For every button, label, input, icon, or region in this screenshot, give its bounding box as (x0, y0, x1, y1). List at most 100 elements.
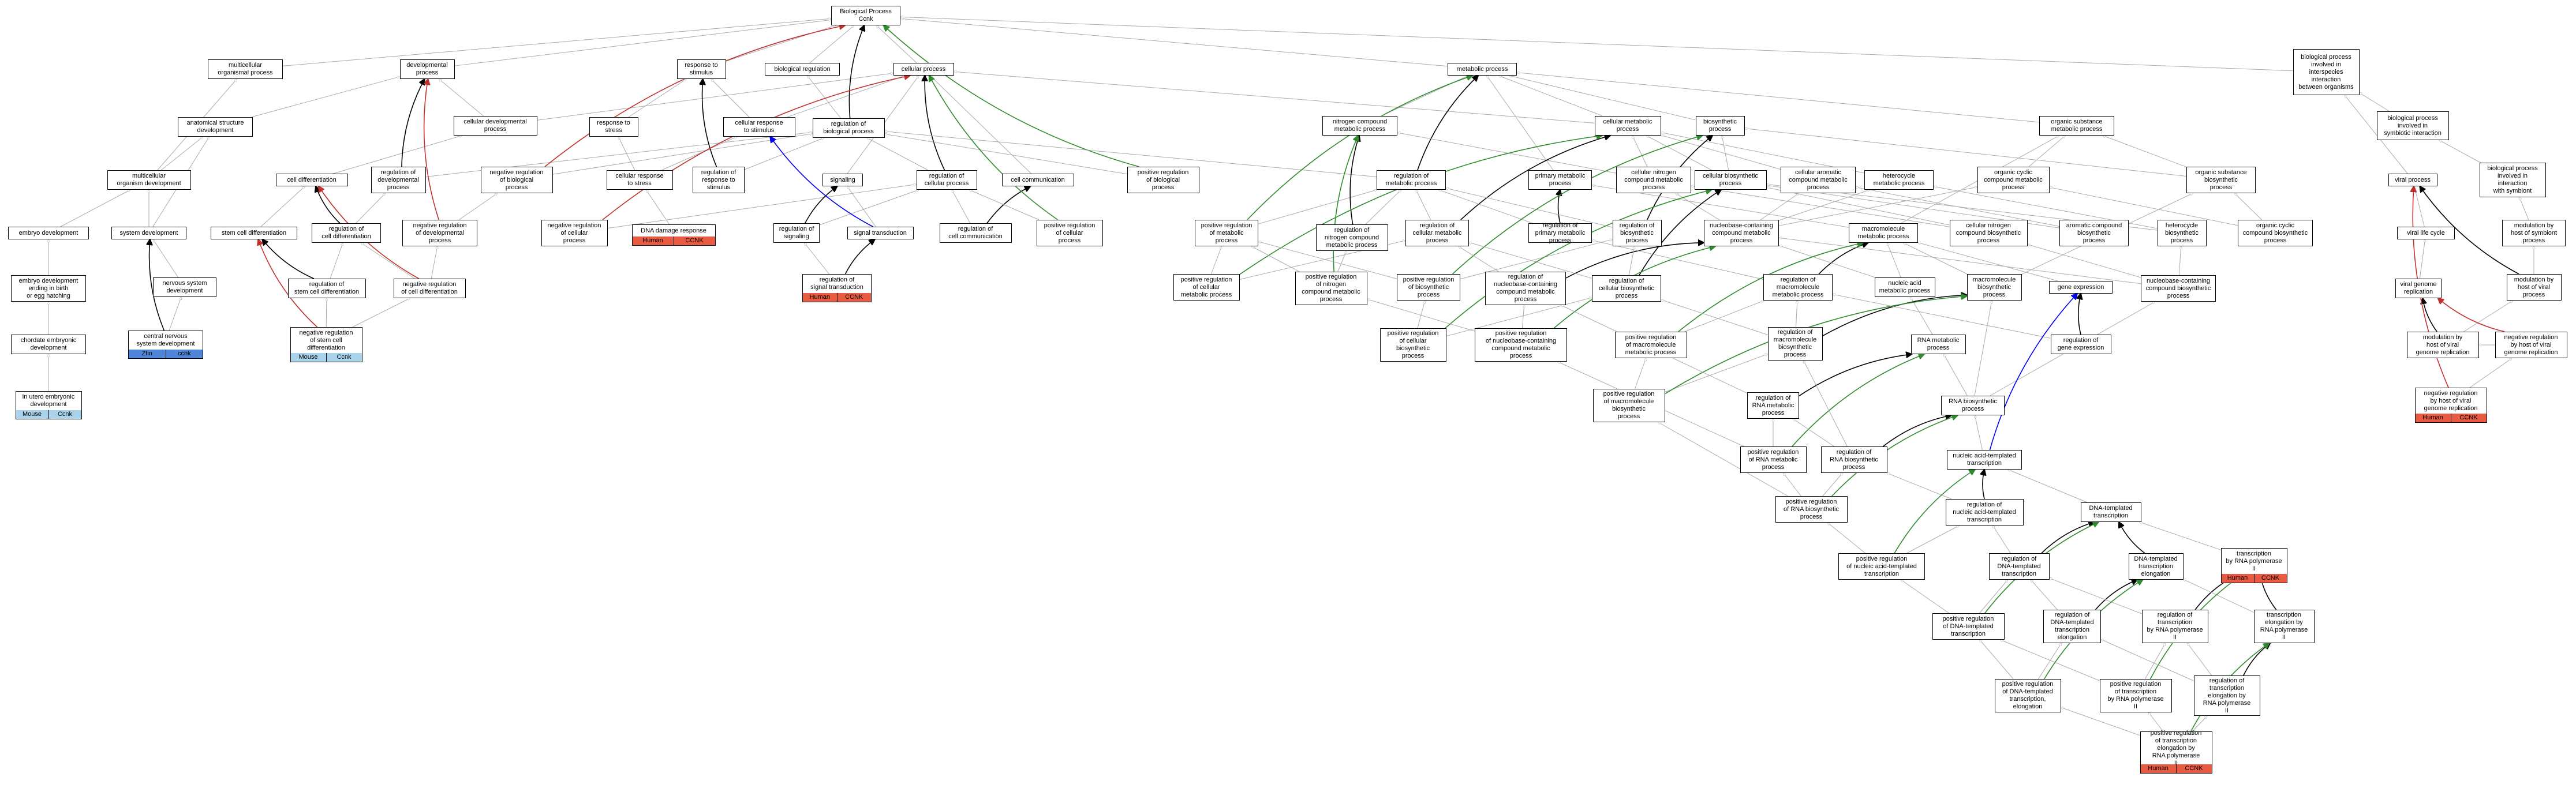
term-node-scdiff[interactable]: stem cell differentiation (211, 227, 297, 239)
term-node-ccom[interactable]: cell communication (1001, 174, 1074, 186)
term-node-rrnamp[interactable]: regulation of RNA metabolic process (1747, 392, 1799, 419)
term-node-nrdev[interactable]: negative regulation of developmental pro… (402, 220, 477, 246)
term-node-rcmp[interactable]: regulation of cellular metabolic process (1405, 220, 1469, 246)
term-node-occmp[interactable]: organic cyclic compound metabolic proces… (1977, 167, 2050, 193)
term-node-eeb[interactable]: embryo development ending in birth or eg… (11, 275, 86, 302)
term-node-rtepol2[interactable]: regulation of transcription elongation b… (2193, 675, 2260, 716)
term-node-natt[interactable]: nucleic acid-templated transcription (1947, 450, 2022, 470)
term-node-celldiff[interactable]: cell differentiation (275, 174, 348, 186)
term-node-rsig[interactable]: regulation of signaling (773, 223, 820, 243)
term-node-metp[interactable]: metabolic process (1448, 63, 1517, 76)
term-node-embdev[interactable]: embryo development (8, 227, 89, 239)
term-node-vcc[interactable]: viral life cycle (2397, 227, 2455, 239)
term-node-cncmp[interactable]: cellular nitrogen compound metabolic pro… (1616, 167, 1691, 193)
term-node-prncmp[interactable]: positive regulation of nitrogen compound… (1295, 272, 1367, 305)
term-node-cdp[interactable]: cellular developmental process (453, 116, 537, 136)
term-node-st[interactable]: signal transduction (847, 227, 914, 239)
term-node-rmetp[interactable]: regulation of metabolic process (1377, 170, 1446, 190)
term-node-prrnabsp[interactable]: positive regulation of RNA biosynthetic … (1775, 496, 1848, 523)
term-node-namp[interactable]: nucleic acid metabolic process (1874, 277, 1935, 297)
term-node-prbp[interactable]: positive regulation of biological proces… (1127, 167, 1199, 193)
term-node-tepol2[interactable]: transcription elongation by RNA polymera… (2253, 610, 2315, 643)
term-node-cedev[interactable]: chordate embryonic development (11, 335, 86, 354)
term-node-rnatt[interactable]: regulation of nucleic acid-templated tra… (1945, 499, 2024, 526)
term-node-prmacbsp[interactable]: positive regulation of macromolecule bio… (1592, 389, 1665, 422)
term-node-rdtte[interactable]: regulation of DNA-templated transcriptio… (2043, 610, 2101, 643)
term-node-prmetp[interactable]: positive regulation of metabolic process (1195, 220, 1258, 246)
term-node-camp[interactable]: cellular aromatic compound metabolic pro… (1781, 167, 1856, 193)
term-node-vgr[interactable]: viral genome replication (2395, 279, 2442, 298)
term-node-ncmp[interactable]: nitrogen compound metabolic process (1322, 116, 1397, 136)
term-node-dev[interactable]: developmental process (399, 59, 455, 79)
term-node-pmp[interactable]: primary metabolic process (1528, 170, 1592, 190)
term-node-rtpol2[interactable]: regulation of transcription by RNA polym… (2141, 610, 2208, 643)
term-node-prtpol2[interactable]: positive regulation of transcription by … (2099, 679, 2172, 712)
term-node-sig[interactable]: signaling (822, 174, 863, 186)
term-node-cbsp[interactable]: cellular biosynthetic process (1694, 170, 1767, 190)
term-node-rcbsp[interactable]: regulation of cellular biosynthetic proc… (1592, 275, 1661, 302)
term-node-rts[interactable]: response to stimulus (676, 59, 726, 79)
term-node-cncbsp[interactable]: cellular nitrogen compound biosynthetic … (1949, 220, 2028, 246)
term-node-osbsp[interactable]: organic substance biosynthetic process (2186, 167, 2256, 193)
term-node-mhvp[interactable]: modulation by host of viral process (2506, 274, 2562, 301)
term-node-bsp[interactable]: biosynthetic process (1695, 116, 1745, 136)
term-node-rcp[interactable]: regulation of cellular process (916, 170, 977, 190)
term-node-prbsp[interactable]: positive regulation of biosynthetic proc… (1397, 274, 1460, 301)
term-node-rncmp[interactable]: regulation of nitrogen compound metaboli… (1315, 224, 1388, 251)
term-node-rcdiff[interactable]: regulation of cell differentiation (312, 223, 381, 243)
term-node-bp[interactable]: Biological Process Ccnk (831, 6, 900, 25)
term-node-rbsp[interactable]: regulation of biosynthetic process (1612, 220, 1662, 246)
term-node-acbsp[interactable]: aromatic compound biosynthetic process (2059, 220, 2129, 246)
term-node-prcp[interactable]: positive regulation of cellular process (1036, 220, 1103, 246)
term-node-nccmp[interactable]: nucleobase-containing compound metabolic… (1704, 220, 1779, 246)
term-node-prdtt[interactable]: positive regulation of DNA-templated tra… (1932, 613, 2005, 640)
term-node-prrnamp[interactable]: positive regulation of RNA metabolic pro… (1740, 446, 1807, 473)
term-node-prmacmp[interactable]: positive regulation of macromolecule met… (1614, 332, 1687, 358)
term-node-nrbp[interactable]: negative regulation of biological proces… (480, 167, 553, 193)
term-node-rmacbsp[interactable]: regulation of macromolecule biosynthetic… (1767, 327, 1823, 361)
term-node-modev[interactable]: multicellular organism development (107, 170, 191, 190)
term-node-rdev[interactable]: regulation of developmental process (371, 167, 426, 193)
term-node-dtt[interactable]: DNA-templated transcription (2080, 502, 2141, 522)
term-node-macmp[interactable]: macromolecule metabolic process (1849, 223, 1918, 243)
term-node-mhsp[interactable]: modulation by host of symbiont process (2502, 220, 2566, 246)
term-node-prcmp[interactable]: positive regulation of cellular metaboli… (1173, 274, 1240, 301)
term-node-crstress[interactable]: cellular response to stress (606, 170, 673, 190)
term-node-nrcp[interactable]: negative regulation of cellular process (541, 220, 608, 246)
term-node-cp[interactable]: cellular process (893, 63, 954, 76)
term-node-nrcdiff[interactable]: negative regulation of cell differentiat… (393, 279, 466, 298)
term-node-crts[interactable]: cellular response to stimulus (723, 117, 795, 137)
term-node-rscdiff[interactable]: regulation of stem cell differentiation (287, 279, 366, 298)
term-node-prtepol2[interactable]: positive regulation of transcription elo… (2140, 730, 2212, 767)
term-node-rnamp[interactable]: RNA metabolic process (1910, 335, 1966, 354)
term-node-asd[interactable]: anatomical structure development (178, 117, 253, 137)
term-node-ncbsp[interactable]: nucleobase-containing compound biosynthe… (2141, 275, 2216, 302)
term-node-rtstress[interactable]: response to stress (589, 117, 638, 137)
term-node-bpish[interactable]: biological process involved in interacti… (2479, 163, 2546, 197)
term-node-ge[interactable]: gene expression (2049, 281, 2113, 294)
term-node-trpol2[interactable]: transcription by RNA polymerase II (2220, 548, 2287, 575)
term-node-macbsp[interactable]: macromolecule biosynthetic process (1966, 274, 2022, 301)
term-node-breg[interactable]: biological regulation (765, 63, 840, 76)
term-node-mhvgr[interactable]: modulation by host of viral genome repli… (2406, 332, 2479, 358)
term-node-rmacmp[interactable]: regulation of macromolecule metabolic pr… (1763, 274, 1833, 301)
term-node-uterodev[interactable]: in utero embryonic development (15, 391, 82, 411)
term-node-bpsym[interactable]: biological process involved in interspec… (2293, 49, 2360, 95)
term-node-prnatt[interactable]: positive regulation of nucleic acid-temp… (1838, 553, 1925, 580)
term-node-hetbsp[interactable]: heterocycle biosynthetic process (2157, 220, 2207, 246)
term-node-rdtt[interactable]: regulation of DNA-templated transcriptio… (1988, 553, 2050, 580)
term-node-prccbsp[interactable]: positive regulation of cellular biosynth… (1379, 328, 1446, 362)
term-node-prdtte[interactable]: positive regulation of DNA-templated tra… (1994, 679, 2061, 712)
term-node-rst[interactable]: regulation of signal transduction (802, 274, 872, 294)
term-node-rrnabsp[interactable]: regulation of RNA biosynthetic process (1820, 446, 1887, 473)
term-node-dtte[interactable]: DNA-templated transcription elongation (2128, 553, 2184, 580)
term-node-rge[interactable]: regulation of gene expression (2050, 335, 2111, 354)
term-node-sysdev[interactable]: system development (111, 227, 186, 239)
term-node-nrscdiff[interactable]: negative regulation of stem cell differe… (290, 327, 362, 354)
term-node-rrts[interactable]: regulation of response to stimulus (693, 167, 745, 193)
term-node-mop[interactable]: multicellular organismal process (208, 59, 283, 79)
term-node-occbsp[interactable]: organic cyclic compound biosynthetic pro… (2238, 220, 2313, 246)
term-node-rpmp[interactable]: regulation of primary metabolic process (1528, 222, 1592, 244)
term-node-nrvgr[interactable]: negative regulation by host of viral gen… (2414, 388, 2487, 414)
term-node-rbp[interactable]: regulation of biological process (812, 118, 885, 138)
